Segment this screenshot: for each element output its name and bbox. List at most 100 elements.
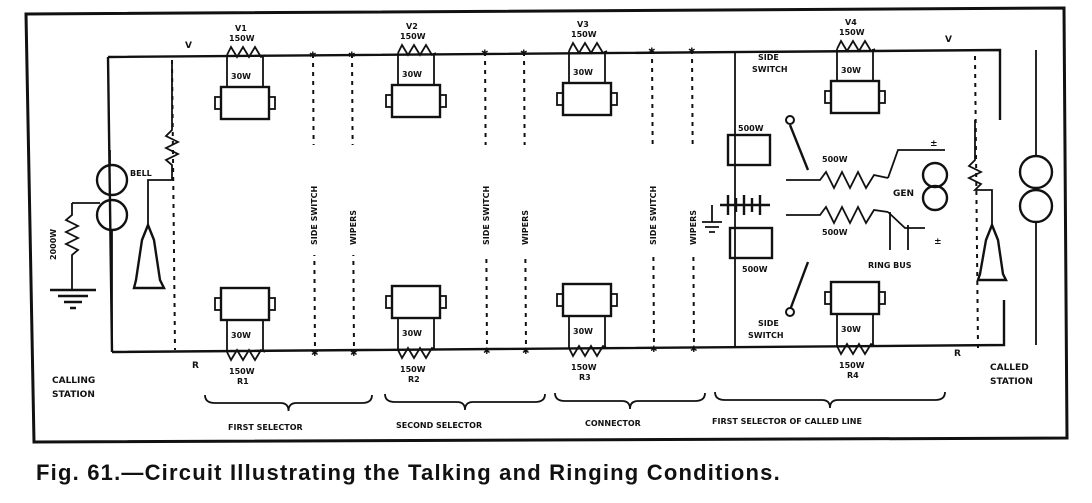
bottom-relay-coil <box>390 284 442 320</box>
top-coil-label: 30W <box>841 66 861 75</box>
generator-icon <box>921 161 949 189</box>
bottom-resistor <box>568 316 608 358</box>
resistor-2000w-label: 2000W <box>49 229 58 260</box>
line-label-v-right: V <box>945 35 952 45</box>
coil-terminal <box>556 293 564 307</box>
ringing-section <box>702 52 949 348</box>
bottom-relay-coil <box>561 282 613 318</box>
bottom-relay-label: R3 <box>579 373 591 382</box>
top-relay-label: V1 <box>235 24 247 33</box>
coil-terminal <box>824 90 832 104</box>
section-brace <box>204 394 373 412</box>
coil-terminal <box>268 297 276 311</box>
wipers-line-2: ✱✱WIPERS <box>518 49 531 357</box>
side-switch-label: SIDE SWITCH <box>310 186 319 245</box>
coil-500w-top <box>786 169 889 191</box>
switch-contact-icon: ✱ <box>309 51 317 61</box>
switch-contact-icon: ✱ <box>690 345 698 355</box>
polarity-top-label: ± <box>930 139 938 149</box>
switch-contact-icon: ✱ <box>688 47 696 57</box>
bottom-coil-label: 30W <box>841 325 861 334</box>
switch-contact-icon: ✱ <box>348 51 356 61</box>
bell-label: BELL <box>130 169 152 178</box>
bottom-resistor <box>226 320 266 362</box>
top-coil-label: 30W <box>573 68 593 77</box>
called-station-label-1: CALLED <box>990 363 1029 373</box>
side-switch-label: SIDE SWITCH <box>482 186 491 245</box>
bottom-coil-label: 30W <box>402 329 422 338</box>
line-label-r-right: R <box>954 349 961 359</box>
coil-500w-top-label: 500W <box>822 155 848 164</box>
section-brace <box>384 393 546 411</box>
section-label-first-selector-called-line: FIRST SELECTOR OF CALLED LINE <box>712 417 862 426</box>
top-relay-label: V2 <box>406 22 418 31</box>
polarity-bottom-label: ± <box>934 237 942 247</box>
calling-station-label-1: CALLING <box>52 376 95 386</box>
top-resistance-label: 150W <box>229 34 255 43</box>
ring-bus-label: RING BUS <box>868 261 912 270</box>
top-resistor <box>836 39 876 81</box>
switch-contact-icon: ✱ <box>650 345 658 355</box>
side-switch-line-2: ✱✱SIDE SWITCH <box>479 49 492 357</box>
bottom-relay-label: R4 <box>847 371 859 380</box>
calling-station-label-2: STATION <box>52 390 95 400</box>
top-coil-label: 30W <box>402 70 422 79</box>
wipers-label: WIPERS <box>689 210 698 245</box>
coil-terminal <box>214 96 222 110</box>
top-resistance-label: 150W <box>571 30 597 39</box>
top-resistance-label: 150W <box>400 32 426 41</box>
bell-icon <box>95 163 129 197</box>
switch-contact-icon: ✱ <box>350 349 358 359</box>
bottom-resistance-label: 150W <box>400 365 426 374</box>
called-bell-icon <box>1018 154 1054 190</box>
switch-contact-icon: ✱ <box>648 47 656 57</box>
called-station-label-2: STATION <box>990 377 1033 387</box>
relay-500w-bottom <box>728 226 774 260</box>
relay-500w-bottom-label: 500W <box>742 265 768 274</box>
coil-terminal <box>214 297 222 311</box>
side-switch-bottom-label-1: SIDE <box>758 319 779 328</box>
line-label-r-left: R <box>192 361 199 371</box>
coil-terminal <box>268 96 276 110</box>
top-relay-coil <box>219 85 271 121</box>
bottom-resistance-label: 150W <box>839 361 865 370</box>
switch-contact-icon: ✱ <box>311 349 319 359</box>
relay-500w-top-label: 500W <box>738 124 764 133</box>
coil-terminal <box>610 92 618 106</box>
line-label-v-left: V <box>185 41 192 51</box>
coil-terminal <box>385 295 393 309</box>
called-receiver-icon <box>976 221 1008 282</box>
bottom-coil-label: 30W <box>573 327 593 336</box>
side-switch-line-3: ✱ ✱ SIDE SWITCH <box>646 47 659 355</box>
bottom-resistance-label: 150W <box>229 367 255 376</box>
section-brace <box>554 392 706 410</box>
section-label-first-selector: FIRST SELECTOR <box>228 423 303 432</box>
bottom-resistance-label: 150W <box>571 363 597 372</box>
top-coil-label: 30W <box>231 72 251 81</box>
top-resistor <box>226 45 266 87</box>
top-relay-coil <box>829 79 881 115</box>
wipers-line-3: ✱ ✱ WIPERS <box>686 47 699 355</box>
coil-terminal <box>439 295 447 309</box>
wipers-label: WIPERS <box>521 210 530 245</box>
side-switch-label: SIDE SWITCH <box>649 186 658 245</box>
relay-500w-top <box>726 133 772 167</box>
switch-contact-icon: ✱ <box>522 347 530 357</box>
ground-icon <box>50 288 96 310</box>
section-label-second-selector: SECOND SELECTOR <box>396 421 482 430</box>
side-switch-bottom-label-2: SWITCH <box>748 331 784 340</box>
coil-terminal <box>385 94 393 108</box>
coil-500w-bottom <box>786 204 889 226</box>
switch-contact-icon: ✱ <box>483 347 491 357</box>
coil-terminal <box>878 90 886 104</box>
coil-terminal <box>610 293 618 307</box>
resistor-2000w <box>63 202 100 290</box>
bottom-coil-label: 30W <box>231 331 251 340</box>
frame-border <box>24 6 1069 444</box>
top-relay-label: V4 <box>845 18 857 27</box>
bottom-relay-coil <box>829 280 881 316</box>
top-resistor <box>397 43 437 85</box>
generator-label: GEN <box>893 189 914 199</box>
